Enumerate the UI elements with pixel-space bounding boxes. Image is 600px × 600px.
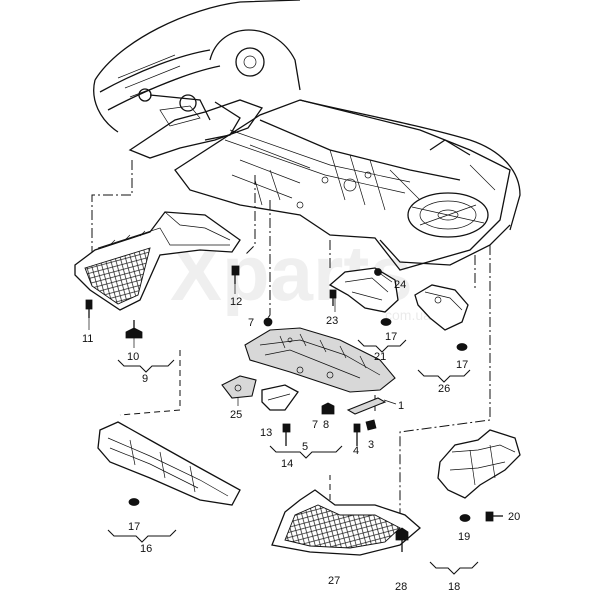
callout-24: 24 [394, 279, 406, 291]
part-9-front-shield[interactable] [74, 211, 241, 311]
callout-27: 27 [328, 575, 340, 587]
callout-17-mid: 17 [385, 331, 397, 343]
fastener-20-screw[interactable] [485, 511, 503, 522]
callout-9: 9 [142, 373, 148, 385]
callout-13: 13 [260, 427, 272, 439]
callout-14: 14 [281, 458, 293, 470]
callout-25: 25 [230, 409, 242, 421]
part-5-center-panel[interactable] [244, 327, 396, 393]
callout-26: 26 [438, 383, 450, 395]
part-1-strip[interactable] [346, 397, 387, 415]
part-25-bracket[interactable] [221, 375, 257, 399]
vehicle-underbody [93, 0, 521, 271]
watermark-sub: com.ua [385, 307, 431, 323]
callout-7-panel: 7 [248, 317, 254, 329]
callout-18: 18 [448, 581, 460, 593]
fastener-14-screw[interactable] [282, 423, 291, 446]
callout-10: 10 [127, 351, 139, 363]
part-26-side-shield[interactable] [414, 284, 469, 331]
callout-12: 12 [230, 296, 242, 308]
part-27-rear-mesh-shield[interactable] [271, 489, 421, 556]
fastener-4-screw[interactable] [353, 423, 361, 446]
fastener-11-screw[interactable] [85, 299, 93, 318]
fastener-3-clip[interactable] [365, 419, 377, 431]
leader-lines [91, 160, 491, 520]
fastener-17-nut-b[interactable] [456, 343, 468, 351]
callout-4: 4 [353, 445, 359, 457]
part-16-side-trim[interactable] [97, 421, 241, 506]
callout-17-right: 17 [456, 359, 468, 371]
callout-5: 5 [302, 441, 308, 453]
callout-leaders [88, 271, 397, 406]
callout-numbers: 1 3 4 5 7 7 8 9 10 11 12 13 14 16 17 17 … [82, 279, 520, 593]
part-13-bracket[interactable] [261, 384, 299, 411]
grouping-braces [107, 339, 479, 575]
fastener-8-nut[interactable] [321, 402, 335, 415]
callout-19: 19 [458, 531, 470, 543]
fastener-17-nut-a[interactable] [380, 318, 392, 326]
fastener-10-nut[interactable] [125, 320, 143, 339]
callout-3: 3 [368, 439, 374, 451]
callout-11: 11 [82, 333, 93, 345]
callout-28: 28 [395, 581, 407, 593]
fastener-12-screw[interactable] [231, 265, 240, 284]
callout-21: 21 [374, 351, 386, 363]
callout-16: 16 [140, 543, 152, 555]
callout-1: 1 [398, 400, 404, 412]
callout-8: 8 [323, 419, 329, 431]
callout-23: 23 [326, 315, 338, 327]
fastener-7-nut[interactable] [263, 317, 273, 327]
callout-20: 20 [508, 511, 520, 523]
part-21-small-shield[interactable] [328, 267, 399, 313]
fastener-17-nut-c[interactable] [128, 498, 140, 506]
callout-17-left: 17 [128, 521, 140, 533]
part-18-rear-shield[interactable] [437, 429, 521, 499]
fastener-28-screw[interactable] [395, 527, 409, 552]
fastener-19-nut[interactable] [459, 514, 471, 522]
callout-7-lower: 7 [312, 419, 318, 431]
fastener-23-screw[interactable] [329, 289, 337, 306]
